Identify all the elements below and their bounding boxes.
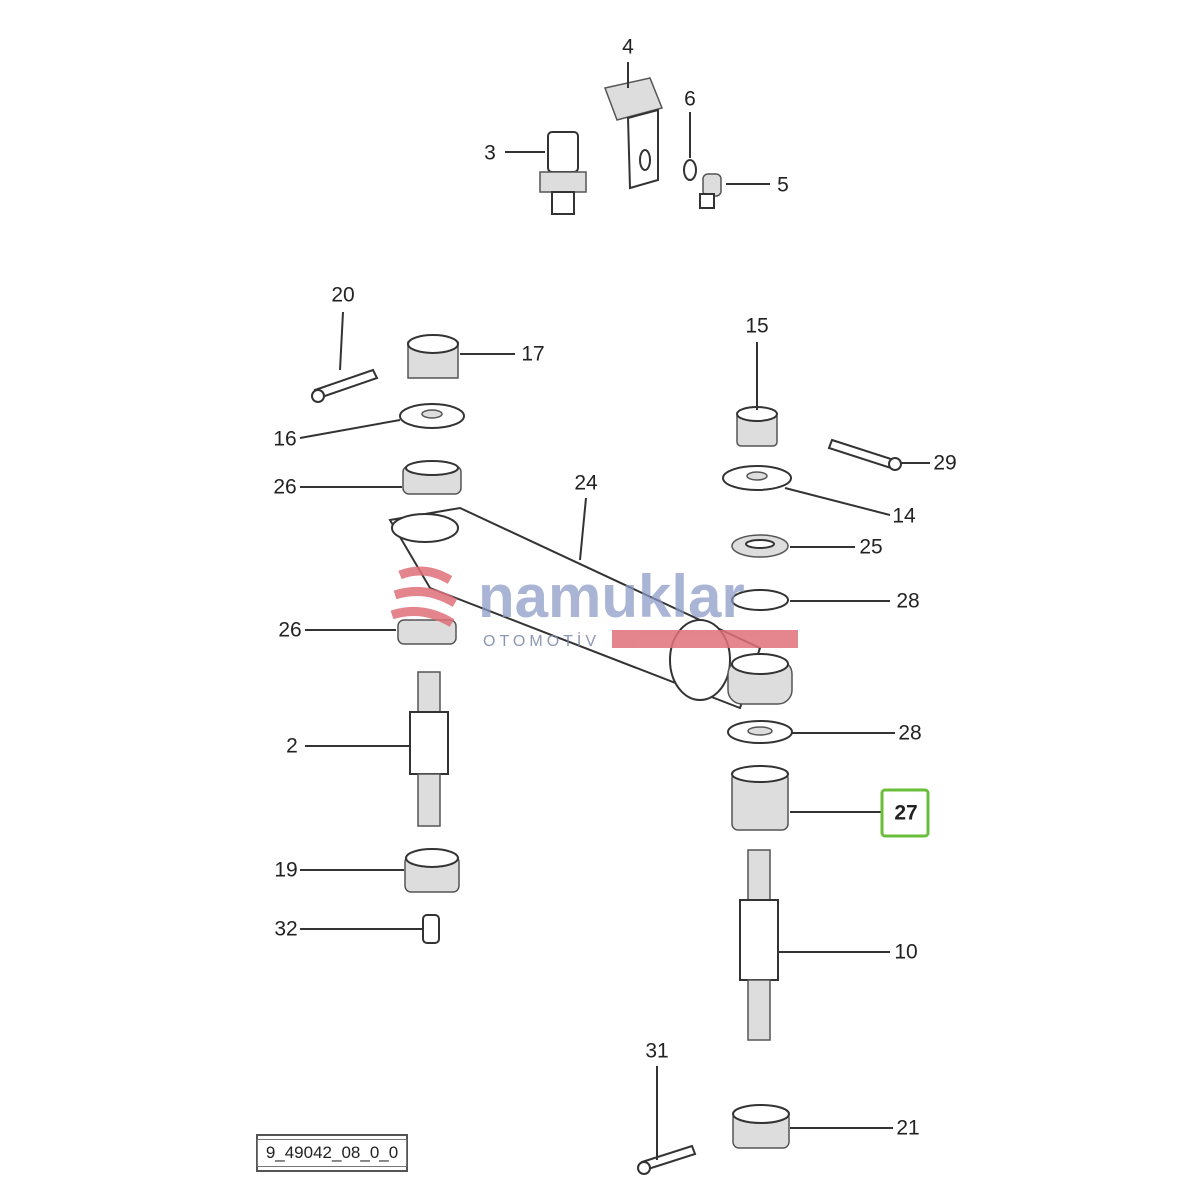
- callout-28-top[interactable]: 28: [896, 590, 919, 613]
- callout-labels: 4 6 3 5 20 17 16 26 24 15 29 14 25 28 26…: [273, 36, 956, 1140]
- callout-2[interactable]: 2: [286, 735, 298, 758]
- part-32-grease-nipple: [422, 914, 440, 944]
- part-2-pin: [409, 671, 449, 827]
- part-29-cotter-pin: [827, 438, 902, 471]
- callout-31[interactable]: 31: [645, 1040, 668, 1063]
- part-3-sensor: [539, 131, 587, 215]
- callout-17[interactable]: 17: [521, 343, 544, 366]
- part-25-seal: [731, 534, 789, 558]
- part-14-washer: [722, 465, 792, 491]
- callout-26-bottom[interactable]: 26: [278, 619, 301, 642]
- part-10-pin: [739, 849, 779, 1041]
- watermark-sub: OTOMOTİV: [483, 631, 600, 650]
- part-31-cotter-pin: [637, 1144, 697, 1175]
- callout-20[interactable]: 20: [331, 284, 354, 307]
- callout-29[interactable]: 29: [933, 452, 956, 475]
- callout-28-bottom[interactable]: 28: [898, 722, 921, 745]
- callout-21[interactable]: 21: [896, 1117, 919, 1140]
- part-eye-housing: [727, 653, 793, 705]
- part-21-nut: [732, 1104, 790, 1149]
- part-26-bushing-bottom: [397, 619, 457, 645]
- watermark-logo: namuklar OTOMOTİV: [390, 563, 798, 650]
- callout-3[interactable]: 3: [484, 142, 496, 165]
- part-19-nut: [404, 848, 460, 893]
- callout-15[interactable]: 15: [745, 315, 768, 338]
- part-4-bracket: [603, 77, 664, 190]
- callout-14[interactable]: 14: [892, 505, 916, 528]
- callout-27-highlight[interactable]: [880, 788, 930, 838]
- leader-lines: [299, 62, 930, 1160]
- part-28-washer-top: [731, 589, 789, 611]
- callout-4[interactable]: 4: [622, 36, 634, 59]
- figure-id: 9_49042_08_0_0: [256, 1139, 408, 1167]
- part-27-bushing: [731, 765, 789, 831]
- callout-32[interactable]: 32: [274, 918, 297, 941]
- part-26-bushing-top: [402, 460, 462, 495]
- part-6-washer: [683, 159, 697, 181]
- callout-19[interactable]: 19: [274, 859, 297, 882]
- part-16-washer: [399, 403, 465, 429]
- part-15-castle-nut: [736, 406, 778, 447]
- callout-25[interactable]: 25: [859, 536, 882, 559]
- callout-16[interactable]: 16: [273, 428, 296, 451]
- part-20-cotter-pin: [311, 368, 379, 403]
- callout-10[interactable]: 10: [894, 941, 917, 964]
- figure-id-box: 9_49042_08_0_0: [256, 1134, 408, 1172]
- part-17-castle-nut: [407, 334, 459, 379]
- part-5-bolt: [699, 173, 722, 209]
- callout-5[interactable]: 5: [777, 174, 789, 197]
- callout-27[interactable]: 27: [894, 802, 917, 825]
- part-28-washer-bottom: [727, 720, 793, 744]
- callout-6[interactable]: 6: [684, 88, 696, 111]
- watermark-brand: namuklar: [478, 563, 745, 630]
- callout-26-top[interactable]: 26: [273, 476, 296, 499]
- callout-24[interactable]: 24: [574, 472, 598, 495]
